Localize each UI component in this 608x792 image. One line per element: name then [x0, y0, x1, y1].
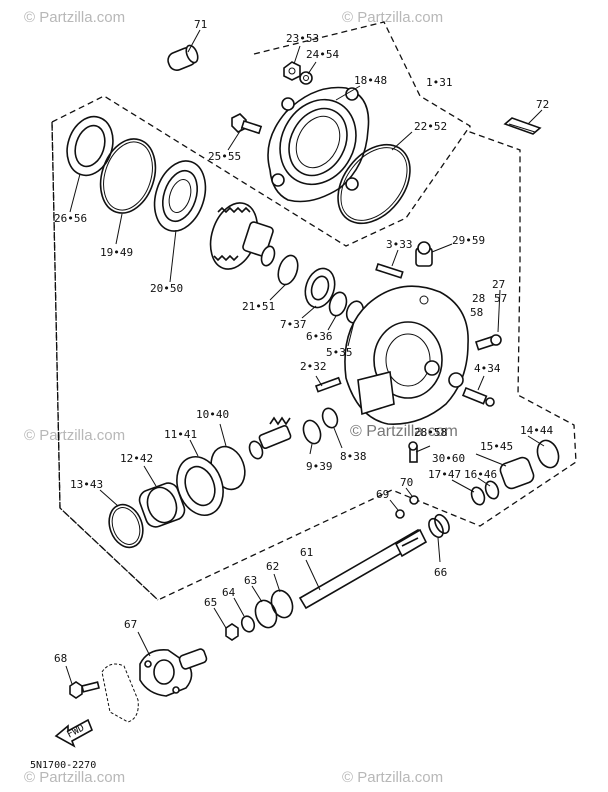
callout-27: 27: [492, 278, 505, 291]
callout-58: 58: [470, 306, 483, 319]
callout-62: 62: [266, 560, 279, 573]
part-24-washer[interactable]: [299, 71, 313, 85]
frame-outline: [101, 663, 139, 723]
part-14-seal[interactable]: [534, 437, 562, 470]
callout-72: 72: [536, 98, 549, 111]
watermark-top-right: © Partzilla.com: [342, 9, 443, 26]
callout-20: 20•50: [150, 282, 183, 295]
callout-18: 18•48: [354, 74, 387, 87]
callout-25: 25•55: [208, 150, 241, 163]
watermark-bottom-right: © Partzilla.com: [342, 769, 443, 786]
callout-22: 22•52: [414, 120, 447, 133]
part-16-washer[interactable]: [483, 479, 500, 500]
callout-64: 64: [222, 586, 236, 599]
part-28-bolt[interactable]: [474, 334, 502, 351]
part-72-plate[interactable]: [503, 117, 542, 135]
callout-15: 15•45: [480, 440, 513, 453]
callout-61: 61: [300, 546, 313, 559]
callout-19: 19•49: [100, 246, 133, 259]
callout-65: 65: [204, 596, 217, 609]
callout-70: 70: [400, 476, 413, 489]
callout-10: 10•40: [196, 408, 229, 421]
part-20-bearing[interactable]: [146, 154, 214, 237]
pinion-gear[interactable]: [247, 416, 292, 461]
watermark-top-left: © Partzilla.com: [24, 9, 125, 26]
callout-5: 5•35: [326, 346, 353, 359]
callout-6: 6•36: [306, 330, 333, 343]
diagram-code: 5N1700-2270: [30, 760, 96, 771]
callout-30: 30•60: [432, 452, 465, 465]
callout-23: 23•53: [286, 32, 319, 45]
part-21-snap-ring[interactable]: [275, 253, 301, 287]
part-4-bolt[interactable]: [461, 386, 495, 407]
callout-57: 57: [494, 292, 507, 305]
callout-1: 1•31: [426, 76, 453, 89]
part-6-ring[interactable]: [327, 290, 350, 318]
callout-21: 21•51: [242, 300, 275, 313]
part-64-clip[interactable]: [240, 614, 257, 633]
part-66-coupler[interactable]: [426, 512, 452, 539]
part-25-bolt[interactable]: [231, 113, 263, 135]
callout-11: 11•41: [164, 428, 197, 441]
part-15-cap[interactable]: [498, 456, 535, 491]
assembly-outline: [51, 21, 577, 601]
part-12-housing[interactable]: [137, 480, 188, 529]
part-67-yoke[interactable]: [139, 648, 208, 697]
part-1-gear-case[interactable]: [344, 285, 469, 425]
ring-gear[interactable]: [203, 197, 277, 275]
watermark-center: © Partzilla.com: [350, 423, 458, 440]
part-29-fitting[interactable]: [415, 241, 433, 267]
part-65-nut[interactable]: [225, 623, 239, 641]
part-9-spacer[interactable]: [300, 418, 323, 446]
callout-3: 3•33: [386, 238, 413, 251]
part-13-o-ring[interactable]: [103, 500, 148, 552]
callout-4: 4•34: [474, 362, 501, 375]
part-62-washer[interactable]: [268, 587, 296, 620]
part-22-o-ring[interactable]: [323, 131, 424, 237]
callout-67: 67: [124, 618, 137, 631]
part-30-bolt[interactable]: [408, 441, 418, 463]
callout-13: 13•43: [70, 478, 103, 491]
upper-panel-outline: [51, 95, 471, 247]
callout-28b: 28•58: [414, 426, 447, 439]
callout-26: 26•56: [54, 212, 87, 225]
part-69-clip[interactable]: [395, 509, 405, 519]
callout-24: 24•54: [306, 48, 339, 61]
callout-29: 29•59: [452, 234, 485, 247]
fwd-arrow-icon: FWD: [54, 718, 94, 748]
part-23-nut[interactable]: [283, 61, 301, 81]
part-71-plug[interactable]: [166, 44, 200, 73]
part-7-bearing[interactable]: [301, 265, 340, 312]
part-61-drive-shaft[interactable]: [298, 528, 428, 610]
part-26-seal[interactable]: [60, 111, 120, 182]
callout-14: 14•44: [520, 424, 553, 437]
callout-66: 66: [434, 566, 447, 579]
callout-63: 63: [244, 574, 257, 587]
part-19-ring[interactable]: [92, 132, 165, 220]
part-17-nut[interactable]: [469, 485, 486, 506]
part-18-bearing-housing[interactable]: [266, 86, 371, 203]
part-70-pin[interactable]: [409, 495, 419, 505]
callout-7: 7•37: [280, 318, 307, 331]
callout-8: 8•38: [340, 450, 367, 463]
part-2-stud[interactable]: [314, 376, 342, 393]
watermark-mid-left: © Partzilla.com: [24, 427, 125, 444]
callout-69: 69: [376, 488, 389, 501]
callout-16: 16•46: [464, 468, 497, 481]
part-3-stud[interactable]: [375, 262, 404, 279]
callout-71: 71: [194, 18, 207, 31]
callout-12: 12•42: [120, 452, 153, 465]
lower-panel-outline: [51, 121, 159, 601]
part-8-washer[interactable]: [320, 406, 340, 430]
callout-68: 68: [54, 652, 67, 665]
part-68-bolt[interactable]: [69, 681, 100, 699]
callout-9: 9•39: [306, 460, 333, 473]
leader-lines: [65, 29, 545, 685]
watermark-bottom-left: © Partzilla.com: [24, 769, 125, 786]
callout-2: 2•32: [300, 360, 327, 373]
callout-17: 17•47: [428, 468, 461, 481]
callout-28: 28: [472, 292, 485, 305]
